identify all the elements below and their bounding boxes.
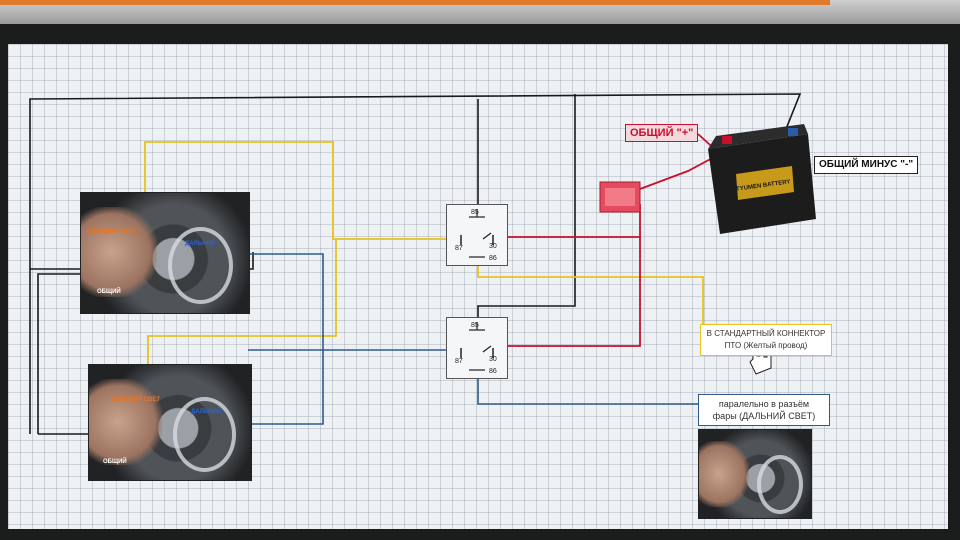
black-wire-lamp2-common (37, 273, 88, 434)
relay-pin-87: 87 (455, 245, 463, 252)
headlight-bulb-image (757, 454, 804, 514)
yellow-wire-lamp2 (147, 239, 337, 384)
common-label: ОБЩИЙ (97, 289, 121, 295)
wiring-lines (29, 93, 816, 435)
common-plus-callout: ОБЩИЙ "+" (625, 124, 699, 142)
relay-pin-85: 85 (471, 209, 479, 216)
headlight-photo-1: БЛИЖНИЙ СВЕТ ДАЛЬНИЙ ОБЩИЙ (80, 192, 250, 314)
fuse-icon (599, 181, 641, 213)
headlight-bulb-image (168, 226, 234, 305)
relay-contact-symbol (460, 322, 494, 371)
relay-pin-87: 87 (455, 358, 463, 365)
black-wire-main-bus (29, 93, 802, 434)
blue-wire-relay2-out (477, 374, 698, 405)
black-wire-relay2 (477, 94, 576, 319)
parallel-connector-line-2: фары (ДАЛЬНИЙ СВЕТ) (712, 411, 816, 421)
battery-icon (708, 124, 816, 234)
high-beam-label: ДАЛЬНИЙ (185, 241, 216, 247)
headlight-photo-2: БЛИЖНИЙ СВЕТ ДАЛЬНИЙ ОБЩИЙ (88, 364, 252, 481)
parallel-connector-line-1: паралельно в разъём (718, 399, 810, 409)
pto-connector-callout: В СТАНДАРТНЫЙ КОННЕКТОР ПТО (Желтый пров… (700, 324, 832, 356)
relay-pin-86: 86 (489, 255, 497, 262)
top-accent-bar (0, 0, 830, 5)
high-beam-label: ДАЛЬНИЙ (191, 409, 222, 415)
hand-image (89, 378, 162, 466)
hand-image (81, 207, 157, 298)
yellow-wire-lamp1 (144, 141, 446, 244)
red-wire-battery-fuse (639, 153, 721, 190)
relay-pin-86: 86 (489, 368, 497, 375)
relay-contact-symbol (460, 209, 494, 258)
yellow-wire-pto (477, 264, 704, 329)
headlight-bulb-image (173, 397, 237, 472)
browser-top-strip (0, 0, 960, 24)
pto-connector-line-1: В СТАНДАРТНЫЙ КОННЕКТОР (706, 329, 826, 338)
low-beam-label: БЛИЖНИЙ СВЕТ (87, 229, 137, 235)
low-beam-label: БЛИЖНИЙ СВЕТ (111, 397, 161, 403)
blue-wire-lamp1 (218, 253, 324, 425)
relay-2: 85 87 30 86 (446, 317, 508, 379)
parallel-connector-callout: паралельно в разъём фары (ДАЛЬНИЙ СВЕТ) (698, 394, 830, 426)
relay-pin-30: 30 (489, 356, 497, 363)
red-wire-fuse-relay2 (503, 237, 641, 347)
common-minus-callout: ОБЩИЙ МИНУС "-" (814, 156, 919, 174)
headlight-photo-3 (698, 429, 812, 519)
pto-connector-line-2: ПТО (Желтый провод) (724, 341, 808, 350)
diagram-canvas: TYUMEN BATTERY БЛИЖНИЙ СВЕТ ДАЛЬНИЙ ОБЩИ… (8, 44, 948, 529)
relay-pin-85: 85 (471, 322, 479, 329)
relay-pin-30: 30 (489, 243, 497, 250)
hand-image (699, 440, 750, 507)
common-label: ОБЩИЙ (103, 459, 127, 465)
relay-1: 85 87 30 86 (446, 204, 508, 266)
